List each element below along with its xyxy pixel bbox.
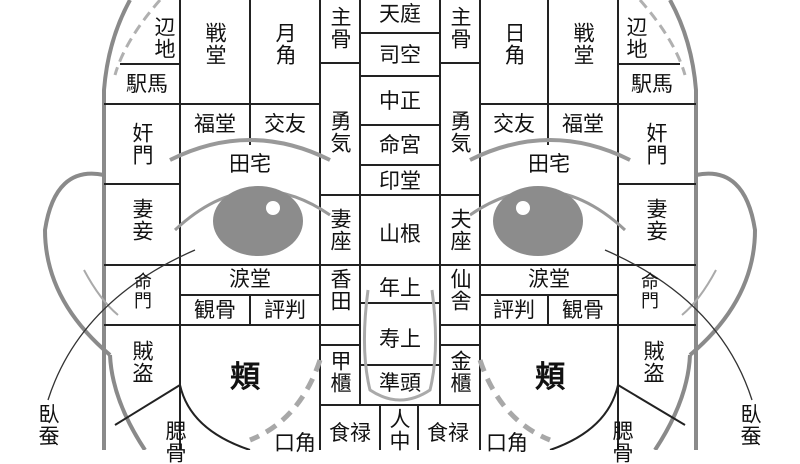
face-physiognomy-diagram: 天庭 司空 中正 命宮 印堂 山根 年上 寿上 準頭 人中 辺地 駅馬 戦堂 月… <box>36 0 762 464</box>
label-kinki: 金櫃 <box>448 350 472 394</box>
label-yuuki-left: 勇気 <box>328 110 352 154</box>
label-kyou-left: 頬 <box>230 360 260 395</box>
label-kyou-right: 頬 <box>535 360 565 395</box>
label-gasan-right: 臥蚕 <box>738 403 762 447</box>
label-fukudou-left: 福堂 <box>194 112 236 136</box>
label-fukudou-right: 福堂 <box>562 112 604 136</box>
label-kouyuu-left: 交友 <box>264 112 306 136</box>
label-sensha: 仙舎 <box>448 268 472 312</box>
label-fuza: 夫座 <box>448 208 472 252</box>
label-sankon: 山根 <box>379 222 421 246</box>
label-zokutou-right: 賊盗 <box>641 340 665 384</box>
label-sendou-right: 戦堂 <box>571 22 595 66</box>
label-shukotsu-right: 主骨 <box>448 6 472 50</box>
label-ruidou-right: 涙堂 <box>528 267 570 291</box>
label-hyouhan-right: 評判 <box>493 298 535 322</box>
label-kanmon-right: 奸門 <box>644 122 668 166</box>
label-kouyuu-right: 交友 <box>493 112 535 136</box>
label-kankotsu-left: 観骨 <box>194 298 236 322</box>
label-ruidou-left: 涙堂 <box>229 267 271 291</box>
label-kankotsu-right: 観骨 <box>562 298 604 322</box>
label-indou: 印堂 <box>379 169 421 193</box>
label-meikyuu: 命宮 <box>379 133 421 157</box>
label-saishou-right: 妻妾 <box>644 198 668 242</box>
label-shokuroku-left: 食禄 <box>329 421 371 445</box>
left-eye <box>213 186 303 256</box>
label-saishou-left: 妻妾 <box>130 198 154 242</box>
label-kougaku-right: 口角 <box>486 431 528 455</box>
head-left-outline <box>102 0 132 450</box>
label-henchi-right: 辺地 <box>624 16 648 60</box>
label-sendou-left: 戦堂 <box>203 22 227 66</box>
label-shikuu: 司空 <box>379 43 421 67</box>
label-tentei: 天庭 <box>379 2 421 26</box>
label-juntou: 準頭 <box>379 371 421 395</box>
face-outline-graphic <box>42 0 758 450</box>
label-jinchuu: 人中 <box>387 408 411 452</box>
label-nenjou: 年上 <box>379 276 421 300</box>
label-gasan-left: 臥蚕 <box>36 403 60 447</box>
label-meimon-left: 命門 <box>131 272 152 310</box>
right-eye <box>493 186 583 256</box>
label-kanmon-left: 奸門 <box>130 122 154 166</box>
label-shokuroku-right: 食禄 <box>427 421 469 445</box>
label-kougaku-left: 口角 <box>274 431 316 455</box>
label-ekiba-left: 駅馬 <box>126 72 168 96</box>
label-saiza: 妻座 <box>328 208 352 252</box>
label-hyouhan-left: 評判 <box>264 298 306 322</box>
label-jujou: 寿上 <box>379 327 421 351</box>
label-nikkaku: 日角 <box>502 22 526 66</box>
label-denntaku-left: 田宅 <box>229 152 271 176</box>
label-ekiba-right: 駅馬 <box>631 72 673 96</box>
label-denntaku-right: 田宅 <box>528 152 570 176</box>
label-shukotsu-left: 主骨 <box>328 6 352 50</box>
label-koukitsu: 甲櫃 <box>328 350 352 394</box>
label-chuusei: 中正 <box>379 89 421 113</box>
label-meimon-right: 命門 <box>638 272 659 310</box>
label-zokutou-left: 賊盗 <box>130 340 154 384</box>
label-kouden: 香田 <box>328 268 352 312</box>
label-gekkaku-left: 月角 <box>273 22 297 66</box>
right-ear <box>688 171 758 357</box>
head-right-outline <box>668 0 698 450</box>
left-ear <box>42 171 112 357</box>
label-henchi-left: 辺地 <box>152 16 176 60</box>
label-sai-right: 腮骨 <box>610 420 634 464</box>
label-sai-left: 腮骨 <box>163 420 187 464</box>
label-yuuki-right: 勇気 <box>448 110 472 154</box>
